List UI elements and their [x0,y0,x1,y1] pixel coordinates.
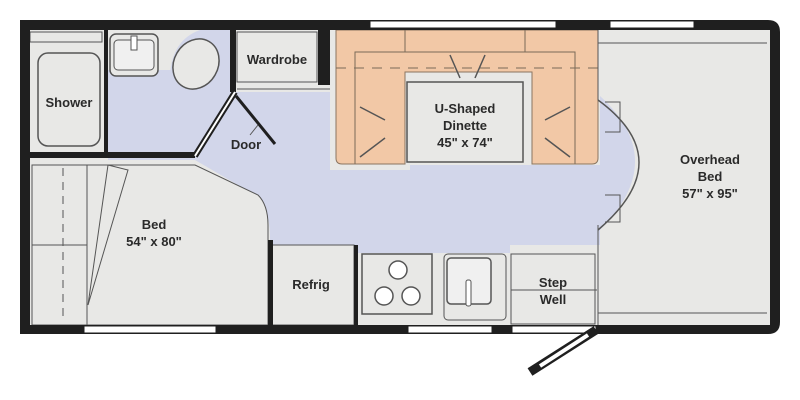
u-shaped-dinette [335,29,599,165]
step-well [510,253,597,325]
window-top-cab [609,20,695,29]
window-top-dinette [369,20,557,29]
refrigerator [271,244,355,326]
bed-label: Bed [142,217,167,232]
captain-seat-icon [605,101,621,223]
interior-walls [30,30,358,325]
kitchen-sink-icon [443,253,507,321]
refrig-label: Refrig [292,277,330,292]
wardrobe-label: Wardrobe [247,52,307,67]
shower-label: Shower [46,95,93,110]
wardrobe [236,31,330,90]
window-bottom-bed [83,325,217,334]
step-well-label-1: Step [539,275,567,290]
toilet-icon [172,38,220,90]
step-well-label-2: Well [540,292,567,307]
windows [83,20,695,334]
overhead-bed [597,30,767,325]
shower [29,31,104,152]
bed-dims: 54" x 80" [126,234,182,249]
aisle-floor [108,70,635,253]
bathroom-door[interactable] [234,95,277,145]
overhead-bed-dims: 57" x 95" [682,186,738,201]
dinette-label-2: Dinette [443,118,487,133]
overhead-bed-label-2: Bed [698,169,723,184]
window-bottom-step [511,325,597,334]
dinette-table [406,81,524,163]
stove-icon [361,253,433,315]
dinette-dims: 45" x 74" [437,135,493,150]
door-label: Door [231,137,261,152]
overhead-bed-label-1: Overhead [680,152,740,167]
bathroom-sink-icon [109,33,159,77]
rear-bed [31,164,269,326]
dinette-label-1: U-Shaped [435,101,496,116]
window-bottom-kitchen [407,325,493,334]
entry-door[interactable] [527,326,599,376]
